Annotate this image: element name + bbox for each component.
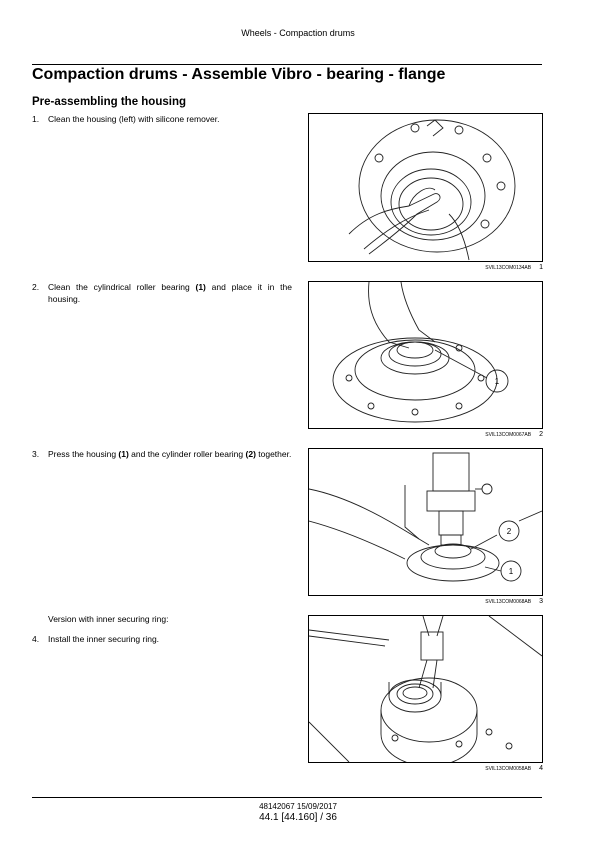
step-1: 1. Clean the housing (left) with silicon…: [32, 113, 292, 125]
figure-code: SVIL13COM0134AB: [485, 265, 532, 271]
figure-number: 4: [539, 765, 543, 772]
callout-ref: (2): [245, 449, 256, 459]
step-text: Clean the cylindrical roller bearing (1)…: [48, 282, 292, 304]
figure-1-housing-cleaning: [308, 113, 543, 262]
callout-label: 1: [509, 567, 514, 576]
footer-page-number: 44.1 [44.160] / 36: [259, 812, 337, 823]
figure-2-caption: SVIL13COM0067AB 2: [308, 431, 543, 438]
callout-ref: (1): [118, 449, 129, 459]
callout-ref: (1): [195, 282, 206, 292]
running-header: Wheels - Compaction drums: [241, 28, 355, 38]
figure-3-caption: SVIL13COM0068AB 3: [308, 598, 543, 605]
figure-number: 2: [539, 431, 543, 438]
figure-number: 1: [539, 264, 543, 271]
figure-code: SVIL13COM0058AB: [485, 766, 532, 772]
footer-document-code: 48142067 15/09/2017: [259, 802, 337, 811]
step-number: 3.: [32, 449, 40, 459]
step-4: 4. Install the inner securing ring.: [32, 633, 292, 645]
step-text: Clean the housing (left) with silicone r…: [48, 114, 220, 124]
figure-code: SVIL13COM0067AB: [485, 432, 532, 438]
bearing-placement-illustration: 1: [332, 282, 509, 423]
step-number: 2.: [32, 282, 40, 292]
footer-rule: [32, 797, 542, 798]
step-3: 3. Press the housing (1) and the cylinde…: [32, 448, 292, 460]
figure-2-bearing-placement: 1: [308, 281, 543, 429]
callout-label: 1: [495, 377, 500, 386]
callout-label: 2: [507, 527, 512, 536]
figure-4-securing-ring: [308, 615, 543, 763]
section-title: Pre-assembling the housing: [32, 96, 186, 108]
figure-1-caption: SVIL13COM0134AB 1: [308, 264, 543, 271]
step-number: 1.: [32, 114, 40, 124]
header-rule: [32, 64, 542, 65]
step-number: 4.: [32, 634, 40, 644]
housing-cleaning-illustration: [348, 119, 516, 261]
figure-number: 3: [539, 598, 543, 605]
press-assembly-illustration: 2 1: [309, 452, 542, 582]
figure-3-press-assembly: 2 1: [308, 448, 543, 596]
step-text: Press the housing (1) and the cylinder r…: [48, 449, 292, 459]
step-2: 2. Clean the cylindrical roller bearing …: [32, 281, 292, 305]
version-note: Version with inner securing ring:: [48, 614, 169, 624]
page-title: Compaction drums - Assemble Vibro - bear…: [32, 66, 446, 83]
securing-ring-illustration: [309, 616, 542, 762]
step-text: Install the inner securing ring.: [48, 634, 160, 644]
figure-code: SVIL13COM0068AB: [485, 599, 532, 605]
figure-4-caption: SVIL13COM0058AB 4: [308, 765, 543, 772]
